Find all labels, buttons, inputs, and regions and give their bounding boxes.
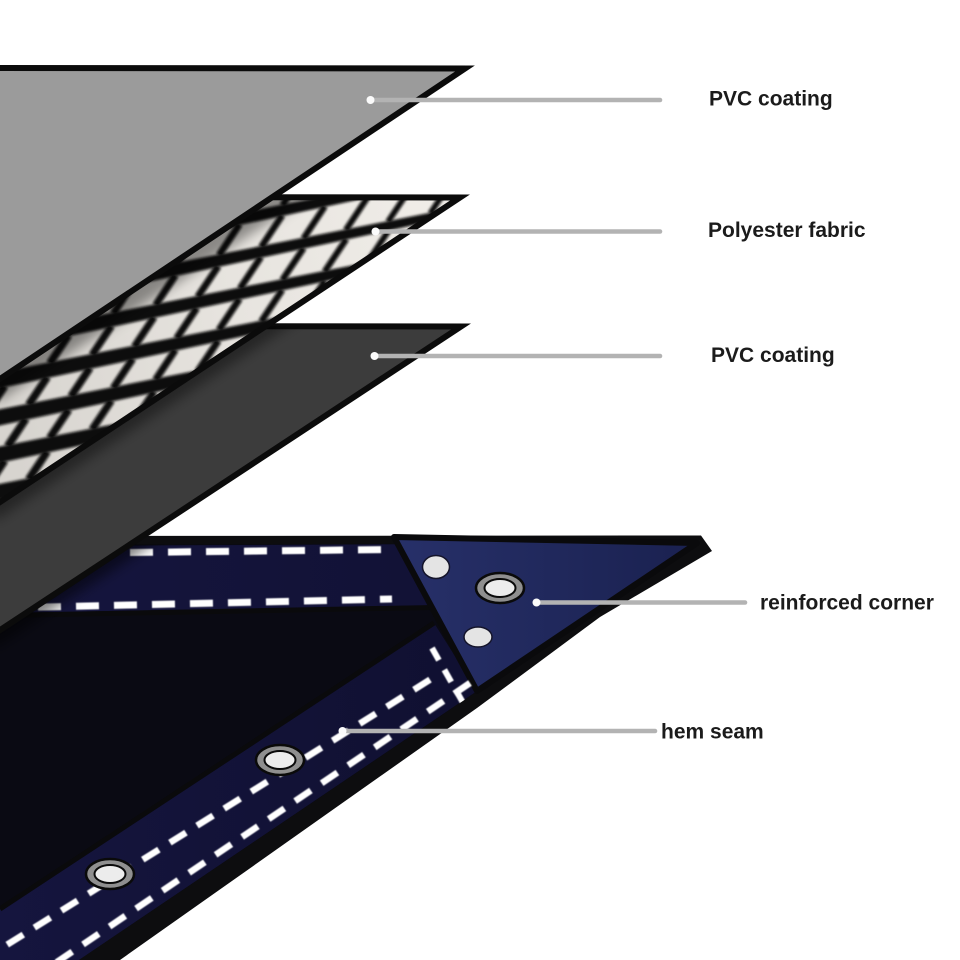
svg-text:PVC coating: PVC coating bbox=[709, 88, 833, 111]
svg-text:PVC coating: PVC coating bbox=[711, 344, 835, 367]
svg-text:reinforced corner: reinforced corner bbox=[760, 592, 934, 615]
svg-text:Polyester fabric: Polyester fabric bbox=[708, 219, 866, 242]
svg-text:hem seam: hem seam bbox=[661, 721, 764, 744]
